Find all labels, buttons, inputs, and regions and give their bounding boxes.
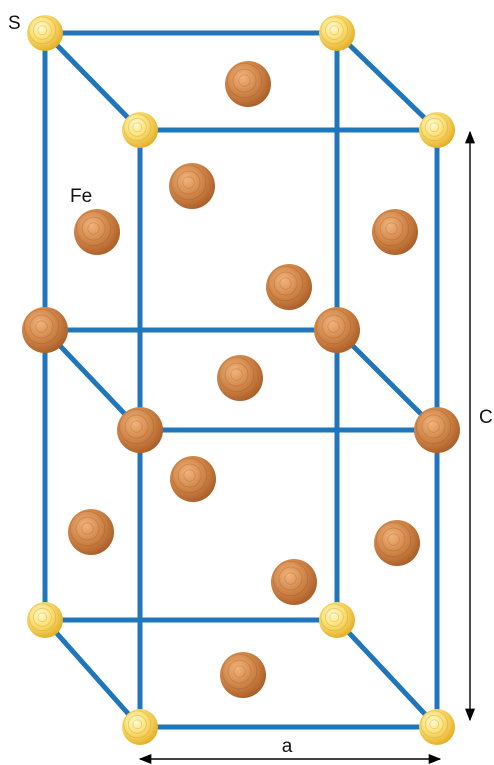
iron-atom — [372, 209, 418, 255]
iron-atom — [22, 307, 68, 353]
cell-edge — [42, 617, 143, 730]
cell-edge — [334, 327, 440, 433]
sulfur-label: S — [8, 13, 21, 34]
iron-atom — [68, 509, 114, 555]
iron-label: Fe — [70, 186, 92, 207]
iron-atom — [225, 61, 271, 107]
lattice-atoms — [22, 15, 460, 745]
sulfur-atom — [419, 112, 455, 148]
iron-atom — [117, 407, 163, 453]
iron-atom — [217, 355, 263, 401]
iron-atom — [266, 264, 312, 310]
iron-atom — [74, 209, 120, 255]
cell-edge — [42, 30, 143, 133]
sulfur-atom — [122, 709, 158, 745]
iron-atom — [169, 163, 215, 209]
cell-edge — [334, 617, 440, 730]
iron-atom — [374, 520, 420, 566]
iron-atom — [414, 407, 460, 453]
lattice-c-label: C — [479, 407, 493, 428]
sulfur-atom — [27, 602, 63, 638]
iron-atom — [170, 456, 216, 502]
back-iron-atoms — [68, 61, 420, 698]
sulfur-atom — [319, 602, 355, 638]
cell-edge — [334, 30, 440, 133]
sulfur-atom — [27, 15, 63, 51]
iron-atom — [271, 559, 317, 605]
sulfur-atom — [122, 112, 158, 148]
sulfur-atom — [319, 15, 355, 51]
iron-atom — [220, 652, 266, 698]
sulfur-atom — [419, 709, 455, 745]
lattice-a-label: a — [282, 736, 293, 757]
iron-atom — [314, 307, 360, 353]
